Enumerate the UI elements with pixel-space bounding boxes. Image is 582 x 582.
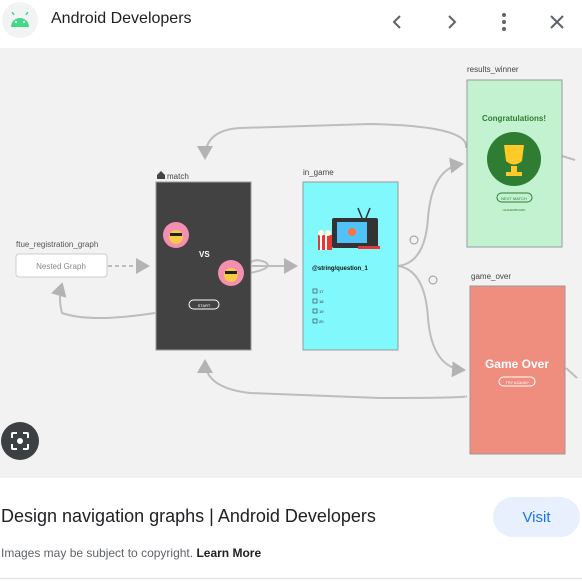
more-vert-icon[interactable] xyxy=(490,8,518,36)
svg-text:18: 18 xyxy=(319,299,324,304)
in-game-screen xyxy=(302,181,399,351)
versus-text: VS xyxy=(199,250,210,259)
match-label: match xyxy=(167,172,189,181)
svg-text:17: 17 xyxy=(319,289,324,294)
nested-graph-label: ftue_registration_graph xyxy=(16,240,98,249)
graph-edges xyxy=(51,122,578,400)
try-again-button xyxy=(498,376,536,387)
game-over-screen xyxy=(469,285,566,455)
congratulations-text: Congratulations! xyxy=(482,114,546,123)
try-again-button-text: TRY AGAIN? xyxy=(505,380,529,385)
results-winner-label: results_winner xyxy=(467,65,519,74)
trophy-icon xyxy=(487,132,541,186)
top-bar: Android Developers xyxy=(0,0,582,44)
leaderboard-text: LEADERBOARD xyxy=(503,208,527,212)
game-over-label: game_over xyxy=(471,272,511,281)
copyright-text: Images may be subject to copyright. xyxy=(1,546,194,560)
nested-graph-node xyxy=(15,253,108,278)
next-match-button-text: NEXT MATCH xyxy=(501,196,527,201)
divider xyxy=(0,578,582,579)
learn-more-link[interactable]: Learn More xyxy=(196,546,262,560)
android-logo-icon xyxy=(2,2,38,38)
site-title[interactable]: Android Developers xyxy=(51,10,192,27)
preview-image[interactable]: ftue_registration_graph Nested Graph mat… xyxy=(0,48,582,478)
lens-search-icon[interactable] xyxy=(1,422,39,460)
home-icon xyxy=(157,171,165,179)
chevron-left-icon[interactable] xyxy=(384,8,412,36)
game-over-title: Game Over xyxy=(485,357,549,371)
answer-options: 17 18 19 20 xyxy=(312,288,324,324)
nested-graph-button-text: Nested Graph xyxy=(36,262,86,271)
next-match-button xyxy=(496,192,533,203)
visit-button[interactable]: Visit xyxy=(493,497,580,537)
svg-text:19: 19 xyxy=(319,309,324,314)
start-button-text: START xyxy=(198,303,211,308)
svg-text:20: 20 xyxy=(319,319,324,324)
copyright-notice: Images may be subject to copyright. Lear… xyxy=(1,546,261,560)
chevron-right-icon[interactable] xyxy=(437,8,465,36)
question-text: @string/question_1 xyxy=(312,266,369,272)
tv-illustration xyxy=(318,207,380,250)
in-game-label: in_game xyxy=(303,168,334,177)
result-title[interactable]: Design navigation graphs | Android Devel… xyxy=(1,506,376,526)
start-button xyxy=(188,299,220,310)
close-icon[interactable] xyxy=(543,8,571,36)
